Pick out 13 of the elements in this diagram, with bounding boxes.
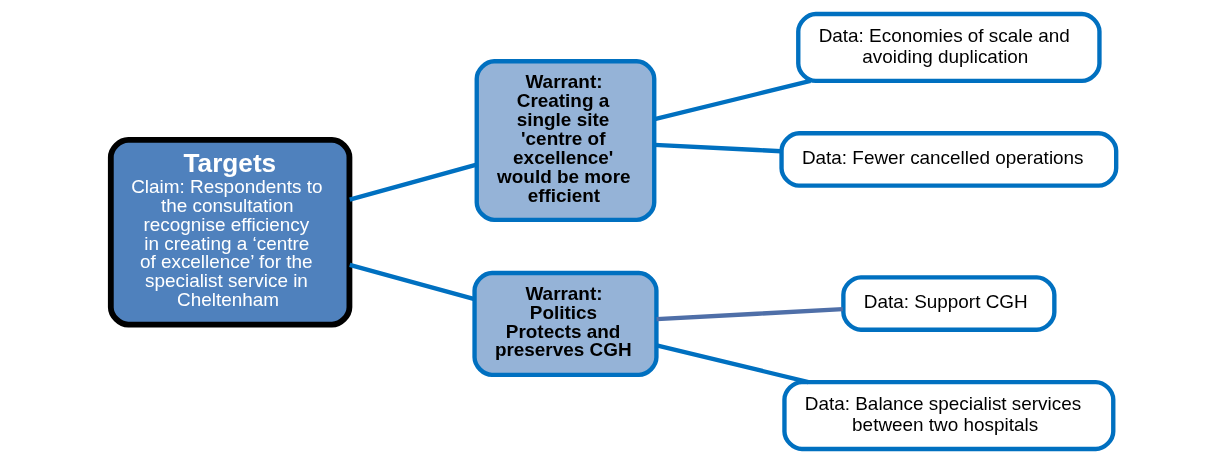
node-box: Data: Fewer cancelled operations [778,131,1118,188]
connector [348,162,477,202]
connector [656,306,843,322]
node-box: Data: Balance specialist services between two hospitals [781,379,1115,452]
node-box: Warrant: Creating a single site 'centre of excellence' would be more efficient [474,59,656,223]
connector [655,343,809,385]
connector [654,142,781,154]
node-box: Data: Economies of scale and avoiding duplication [795,11,1102,84]
node-box: Targets Claim: Respondents to the consultation recognise efficiency in creating a ‘centre of excellence’ for the specialist service in Cheltenham [107,136,352,328]
connector [653,78,811,122]
connector [348,262,475,302]
node-box: Warrant: Politics Protects and preserves CGH [471,270,659,377]
node-box: Data: Support CGH [840,275,1057,332]
